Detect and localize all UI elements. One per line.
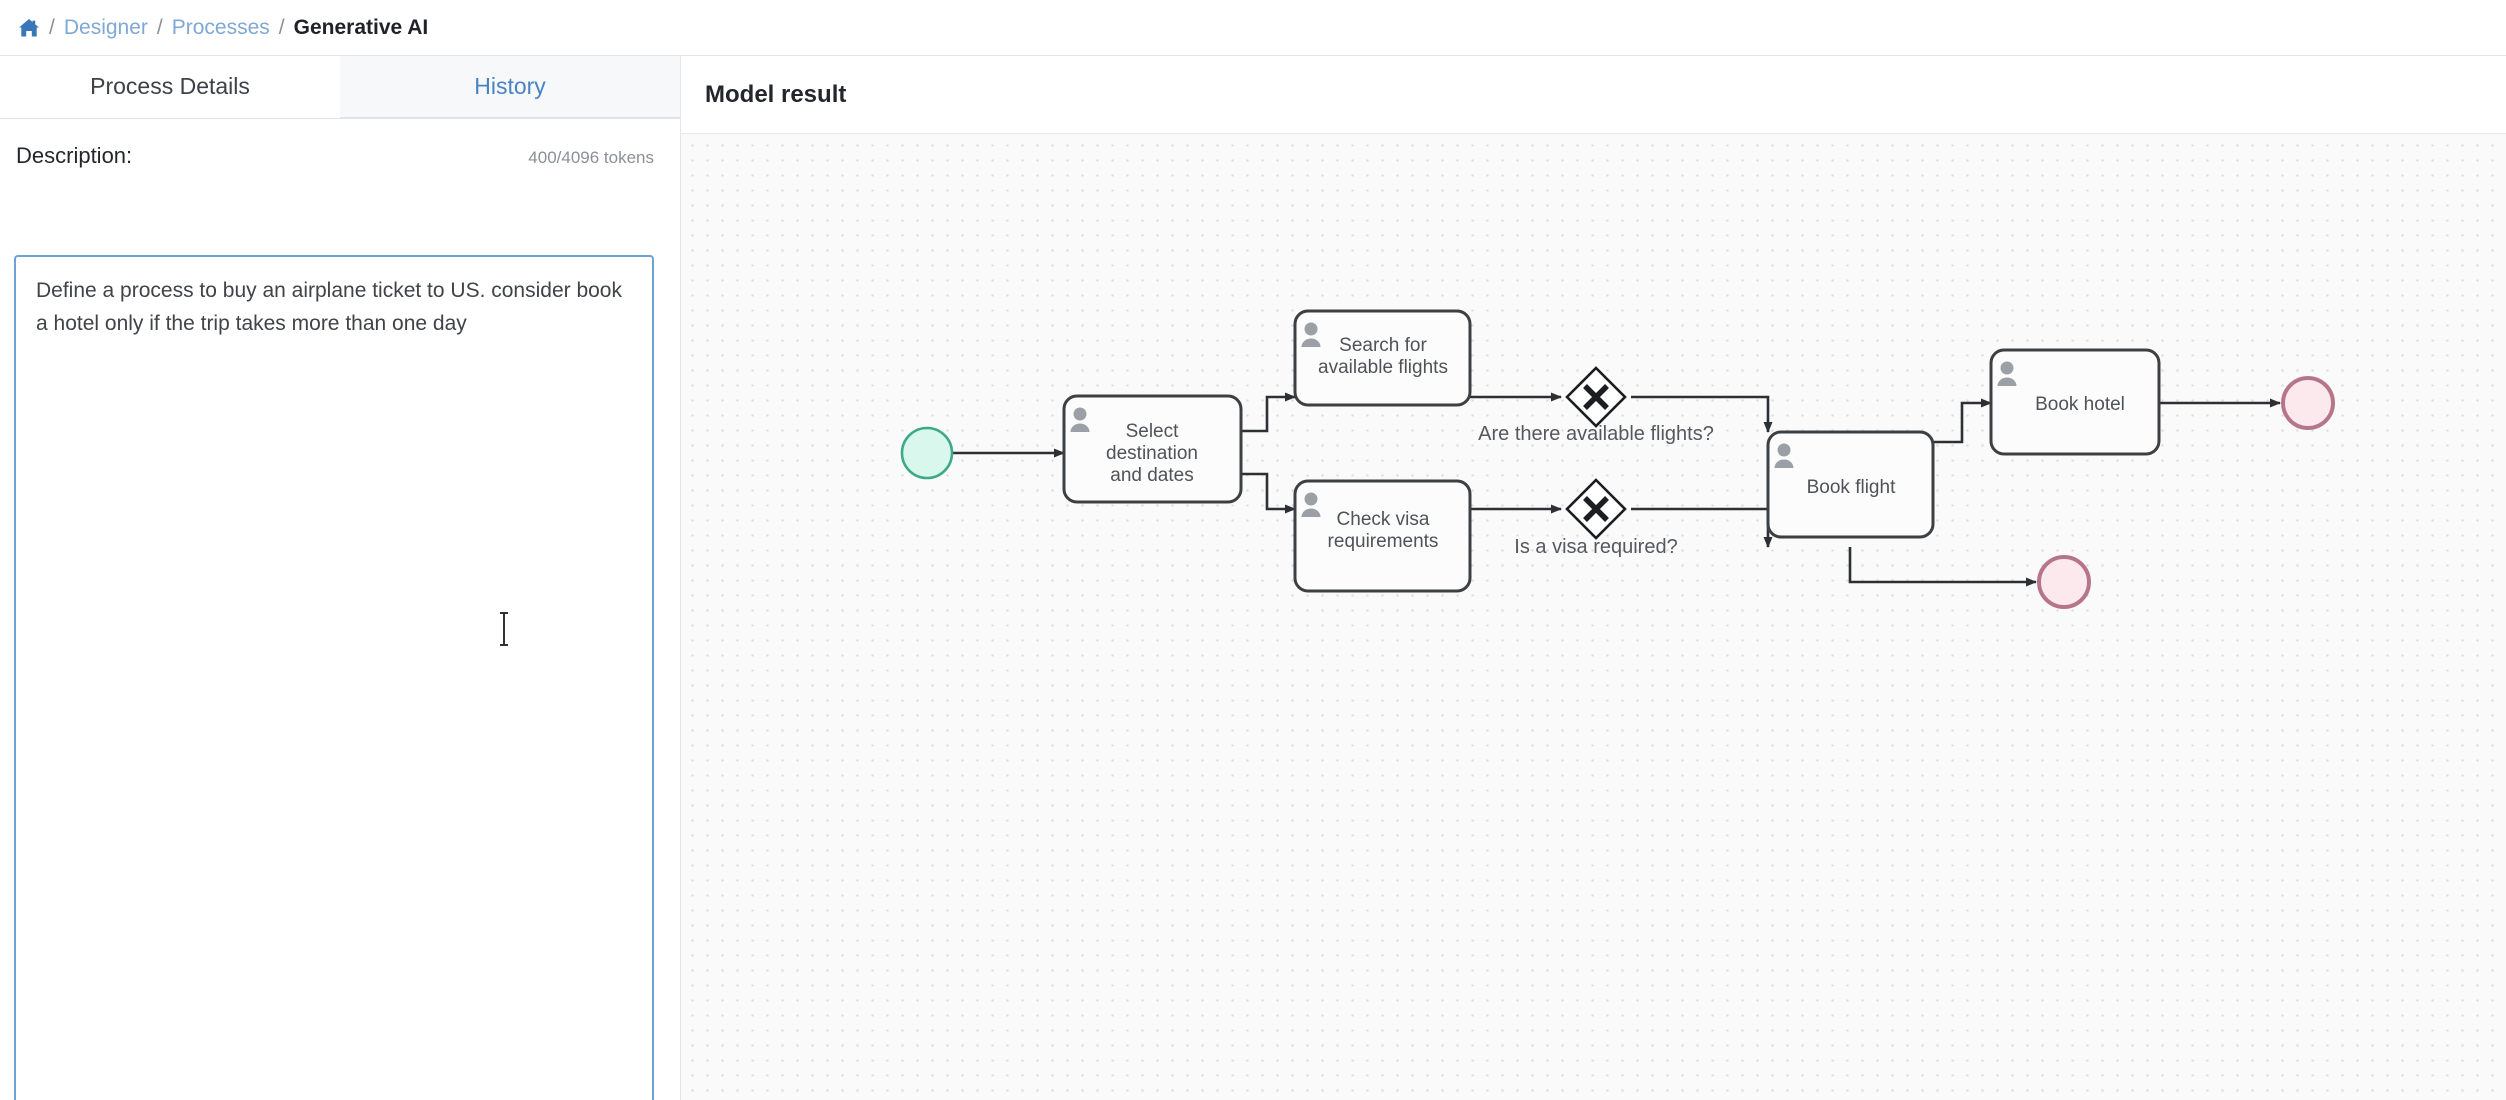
task-label-line-2: available flights — [1318, 357, 1448, 378]
tab-bar: Process Details History — [0, 56, 680, 119]
right-panel: Model result — [681, 56, 2506, 1100]
home-icon[interactable] — [18, 18, 40, 38]
task-label-line-1: Book hotel — [2035, 394, 2125, 415]
gateway-is-a-visa-required[interactable] — [1565, 478, 1627, 540]
token-counter: 400/4096 tokens — [528, 148, 654, 167]
task-label-line-2: requirements — [1328, 531, 1439, 552]
left-panel: Process Details History Description: 400… — [0, 56, 681, 1100]
task-label-line-3: and dates — [1110, 465, 1193, 486]
description-input[interactable] — [14, 255, 654, 1100]
flow-bookflight-to-end2 — [1848, 547, 2037, 587]
task-label-line-1: Book flight — [1807, 477, 1896, 498]
breadcrumb-link-processes[interactable]: Processes — [171, 15, 270, 39]
flow-bookflight-to-bookhotel — [1933, 398, 1992, 444]
flow-select-to-search — [1241, 392, 1296, 433]
task-check-visa-requirements[interactable]: Check visa requirements — [1293, 479, 1472, 593]
tab-history[interactable]: History — [340, 56, 680, 118]
user-icon — [1774, 443, 1794, 468]
model-result-title: Model result — [681, 56, 2506, 134]
task-label-line-1: Select — [1126, 421, 1180, 442]
breadcrumb: / Designer / Processes / Generative AI — [0, 0, 2506, 56]
end-event-1[interactable] — [2281, 376, 2335, 430]
breadcrumb-separator-1: / — [49, 15, 55, 39]
gateway-label-visa: Is a visa required? — [1514, 536, 1677, 558]
breadcrumb-current-generative-ai: Generative AI — [293, 15, 429, 39]
description-label: Description: — [16, 143, 133, 168]
user-icon — [1301, 322, 1321, 347]
bpmn-diagram: Select destination and dates Search for … — [900, 309, 2335, 609]
main-content: Process Details History Description: 400… — [0, 56, 2506, 1100]
user-icon — [1070, 407, 1090, 432]
bpmn-canvas[interactable]: Select destination and dates Search for … — [681, 134, 2506, 1100]
start-event[interactable] — [900, 426, 954, 480]
end-event-2[interactable] — [2037, 555, 2091, 609]
sequence-flows — [953, 392, 2281, 587]
user-icon — [1997, 361, 2017, 386]
task-book-flight[interactable]: Book flight — [1766, 430, 1935, 539]
gateway-are-there-available-flights[interactable] — [1565, 366, 1627, 428]
task-label-line-2: destination — [1106, 443, 1198, 464]
flow-gateway1-to-bookflight — [1631, 395, 1773, 433]
description-row: Description: 400/4096 tokens — [0, 119, 680, 177]
breadcrumb-separator-3: / — [278, 15, 285, 39]
task-label-line-1: Search for — [1339, 335, 1427, 356]
user-icon — [1301, 492, 1321, 517]
task-label-line-1: Check visa — [1337, 509, 1430, 530]
task-search-for-available-flights[interactable]: Search for available flights — [1293, 309, 1472, 407]
tab-process-details[interactable]: Process Details — [0, 56, 340, 118]
task-book-hotel[interactable]: Book hotel — [1989, 348, 2161, 456]
gateway-label-flights: Are there available flights? — [1478, 423, 1714, 445]
task-select-destination-and-dates[interactable]: Select destination and dates — [1062, 394, 1243, 504]
breadcrumb-link-designer[interactable]: Designer — [63, 15, 148, 39]
breadcrumb-separator-2: / — [156, 15, 163, 39]
flow-select-to-visa — [1241, 472, 1296, 514]
